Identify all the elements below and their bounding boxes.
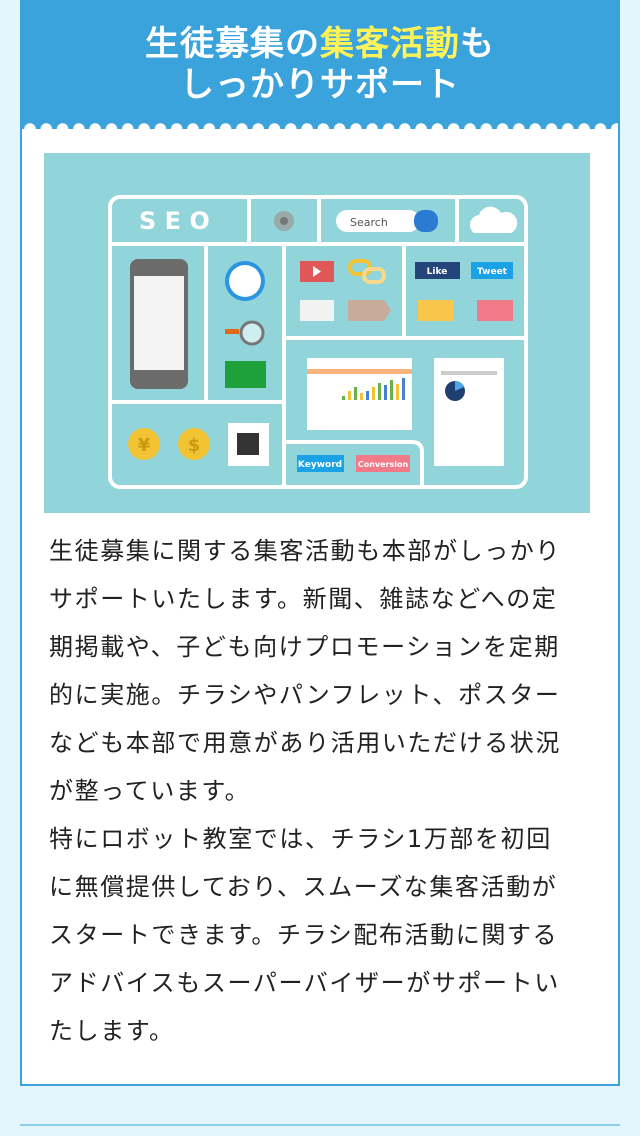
search-label: Search <box>350 216 388 229</box>
card-title: 生徒募集の集客活動も しっかりサポート <box>22 24 618 106</box>
search-box <box>336 210 420 232</box>
keyword-label: Keyword <box>298 460 342 470</box>
bar-chart-icon <box>342 378 405 400</box>
credit-card-icon <box>225 361 266 388</box>
magnifier-icon <box>239 320 265 346</box>
like-label: Like <box>427 267 448 277</box>
tweet-label: Tweet <box>477 267 508 277</box>
cloud-upload-icon <box>469 206 518 233</box>
title-text: も <box>460 24 495 64</box>
conversion-badge <box>356 455 410 472</box>
body-line: 特にロボット教室では、チラシ1万部を初回 <box>49 825 552 853</box>
search-icon <box>414 210 438 232</box>
yen-coin-icon <box>128 428 160 460</box>
scallop-edge <box>22 122 618 136</box>
body-line: が整っています。 <box>49 777 251 805</box>
seo-marketing-illustration: S E O Search Like Tweet ¥ <box>44 153 590 513</box>
body-line: たします。 <box>49 1017 175 1045</box>
body-line: 的に実施。チラシやパンフレット、ポスター <box>49 681 561 709</box>
title-text: 生徒募集の <box>145 24 320 64</box>
chat-bubble-icon <box>477 300 513 321</box>
tweet-badge <box>471 262 513 279</box>
body-line: 生徒募集に関する集客活動も本部がしっかり <box>49 537 561 565</box>
body-line: 期掲載や、子ども向けプロモーションを定期 <box>49 633 560 661</box>
body-line: スタートできます。チラシ配布活動に関する <box>49 921 559 949</box>
body-line: なども本部で用意があり活用いただける状況 <box>49 729 561 757</box>
dollar-symbol: $ <box>188 435 201 456</box>
tag-icon <box>348 300 391 321</box>
envelope-icon <box>300 300 334 321</box>
body-line: アドバイスもスーパーバイザーがサポートい <box>49 969 560 997</box>
keyword-badge <box>297 455 344 472</box>
body-line: に無償提供しており、スムーズな集客活動が <box>49 873 558 901</box>
dollar-coin-icon <box>178 428 210 460</box>
chat-bubble-icon <box>418 300 454 321</box>
seo-label: S E O <box>139 207 210 235</box>
body-line: サポートいたします。新聞、雑誌などへの定 <box>49 585 558 613</box>
feature-card: 生徒募集の集客活動も しっかりサポート S E O Search <box>20 0 620 1086</box>
title-highlight: 集客活動 <box>320 24 460 64</box>
next-card-edge <box>20 1124 620 1136</box>
body-text: 生徒募集に関する集客活動も本部がしっかり サポートいたします。新聞、雑誌などへの… <box>49 527 609 1055</box>
card-header: 生徒募集の集客活動も しっかりサポート <box>22 0 618 134</box>
like-badge <box>415 262 460 279</box>
yen-symbol: ¥ <box>138 435 151 456</box>
report-document <box>434 358 504 466</box>
title-line-2: しっかりサポート <box>180 65 460 105</box>
link-chain-icon <box>348 259 386 284</box>
conversion-label: Conversion <box>358 460 409 469</box>
